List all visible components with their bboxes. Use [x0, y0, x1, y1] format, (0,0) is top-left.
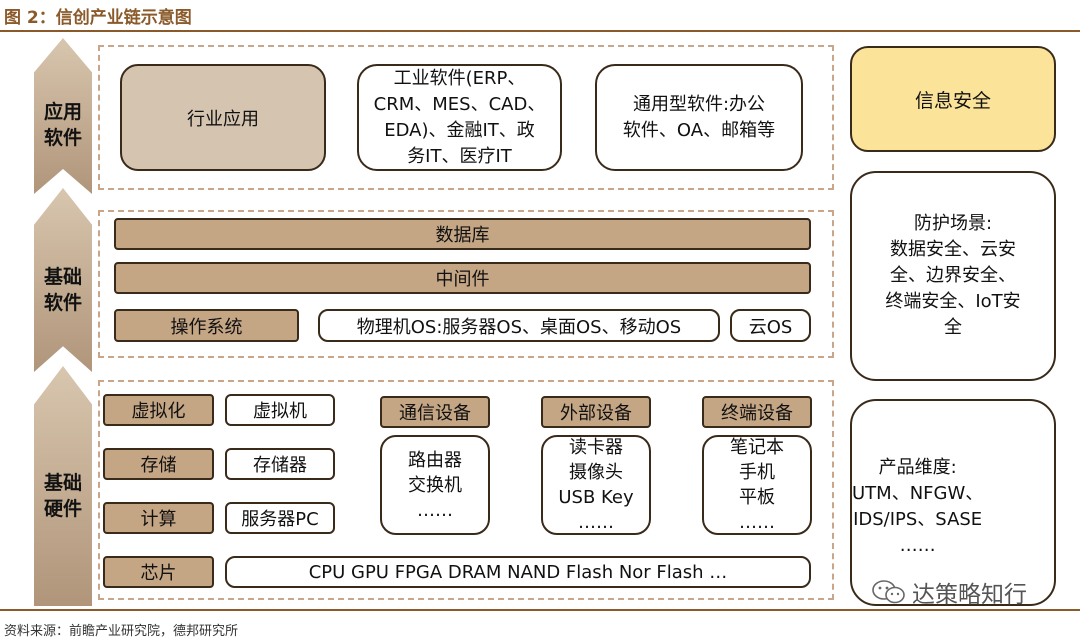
compute-box: 计算: [103, 502, 214, 534]
comm-device-box: 通信设备: [380, 396, 490, 428]
industrial-software-box: 工业软件(ERP、 CRM、MES、CAD、 EDA)、金融IT、政 务IT、医…: [357, 64, 562, 171]
protection-scenarios-box: 防护场景: 数据安全、云安 全、边界安全、 终端安全、IoT安 全: [850, 171, 1056, 381]
product-dimensions-box: 产品维度: UTM、NFGW、 IDS/IPS、SASE ……: [850, 399, 1056, 606]
figure-title: 图 2：信创产业链示意图: [4, 8, 192, 28]
physical-os-box: 物理机OS:服务器OS、桌面OS、移动OS: [318, 309, 720, 342]
wechat-icon: [872, 580, 906, 604]
chip-box: 芯片: [103, 556, 214, 588]
cloud-os-box: 云OS: [730, 309, 811, 342]
layer-arrow-application-software: 应用 软件: [34, 38, 92, 194]
storage-device-box: 存储器: [225, 448, 335, 480]
info-security-box: 信息安全: [850, 46, 1056, 152]
industry-app-box: 行业应用: [120, 64, 326, 171]
middleware-bar: 中间件: [114, 262, 811, 294]
watermark-text: 达策略知行: [912, 582, 1027, 608]
storage-box: 存储: [103, 448, 214, 480]
peripheral-device-box: 外部设备: [541, 396, 651, 428]
top-divider: [0, 30, 1080, 32]
vm-box: 虚拟机: [225, 394, 335, 426]
os-box: 操作系统: [114, 309, 299, 342]
comm-items-box: 路由器 交换机 ……: [380, 435, 490, 535]
layer-arrow-base-hardware: 基础 硬件: [34, 366, 92, 606]
server-pc-box: 服务器PC: [225, 502, 335, 534]
watermark: 达策略知行: [872, 575, 1027, 609]
general-software-box: 通用型软件:办公 软件、OA、邮箱等: [595, 64, 803, 171]
layer-arrow-base-software: 基础 软件: [34, 188, 92, 372]
virtualization-box: 虚拟化: [103, 394, 214, 426]
terminal-items-box: 笔记本 手机 平板 ……: [702, 435, 812, 535]
base-hardware-region: [98, 380, 834, 600]
bottom-divider: [0, 609, 1080, 611]
terminal-device-box: 终端设备: [702, 396, 812, 428]
source-note: 资料来源：前瞻产业研究院，德邦研究所: [4, 624, 239, 639]
chip-list-box: CPU GPU FPGA DRAM NAND Flash Nor Flash …: [225, 556, 811, 588]
database-bar: 数据库: [114, 218, 811, 250]
app-software-region: [98, 45, 834, 190]
base-software-region: [98, 210, 834, 358]
peripheral-items-box: 读卡器 摄像头 USB Key ……: [541, 435, 651, 535]
